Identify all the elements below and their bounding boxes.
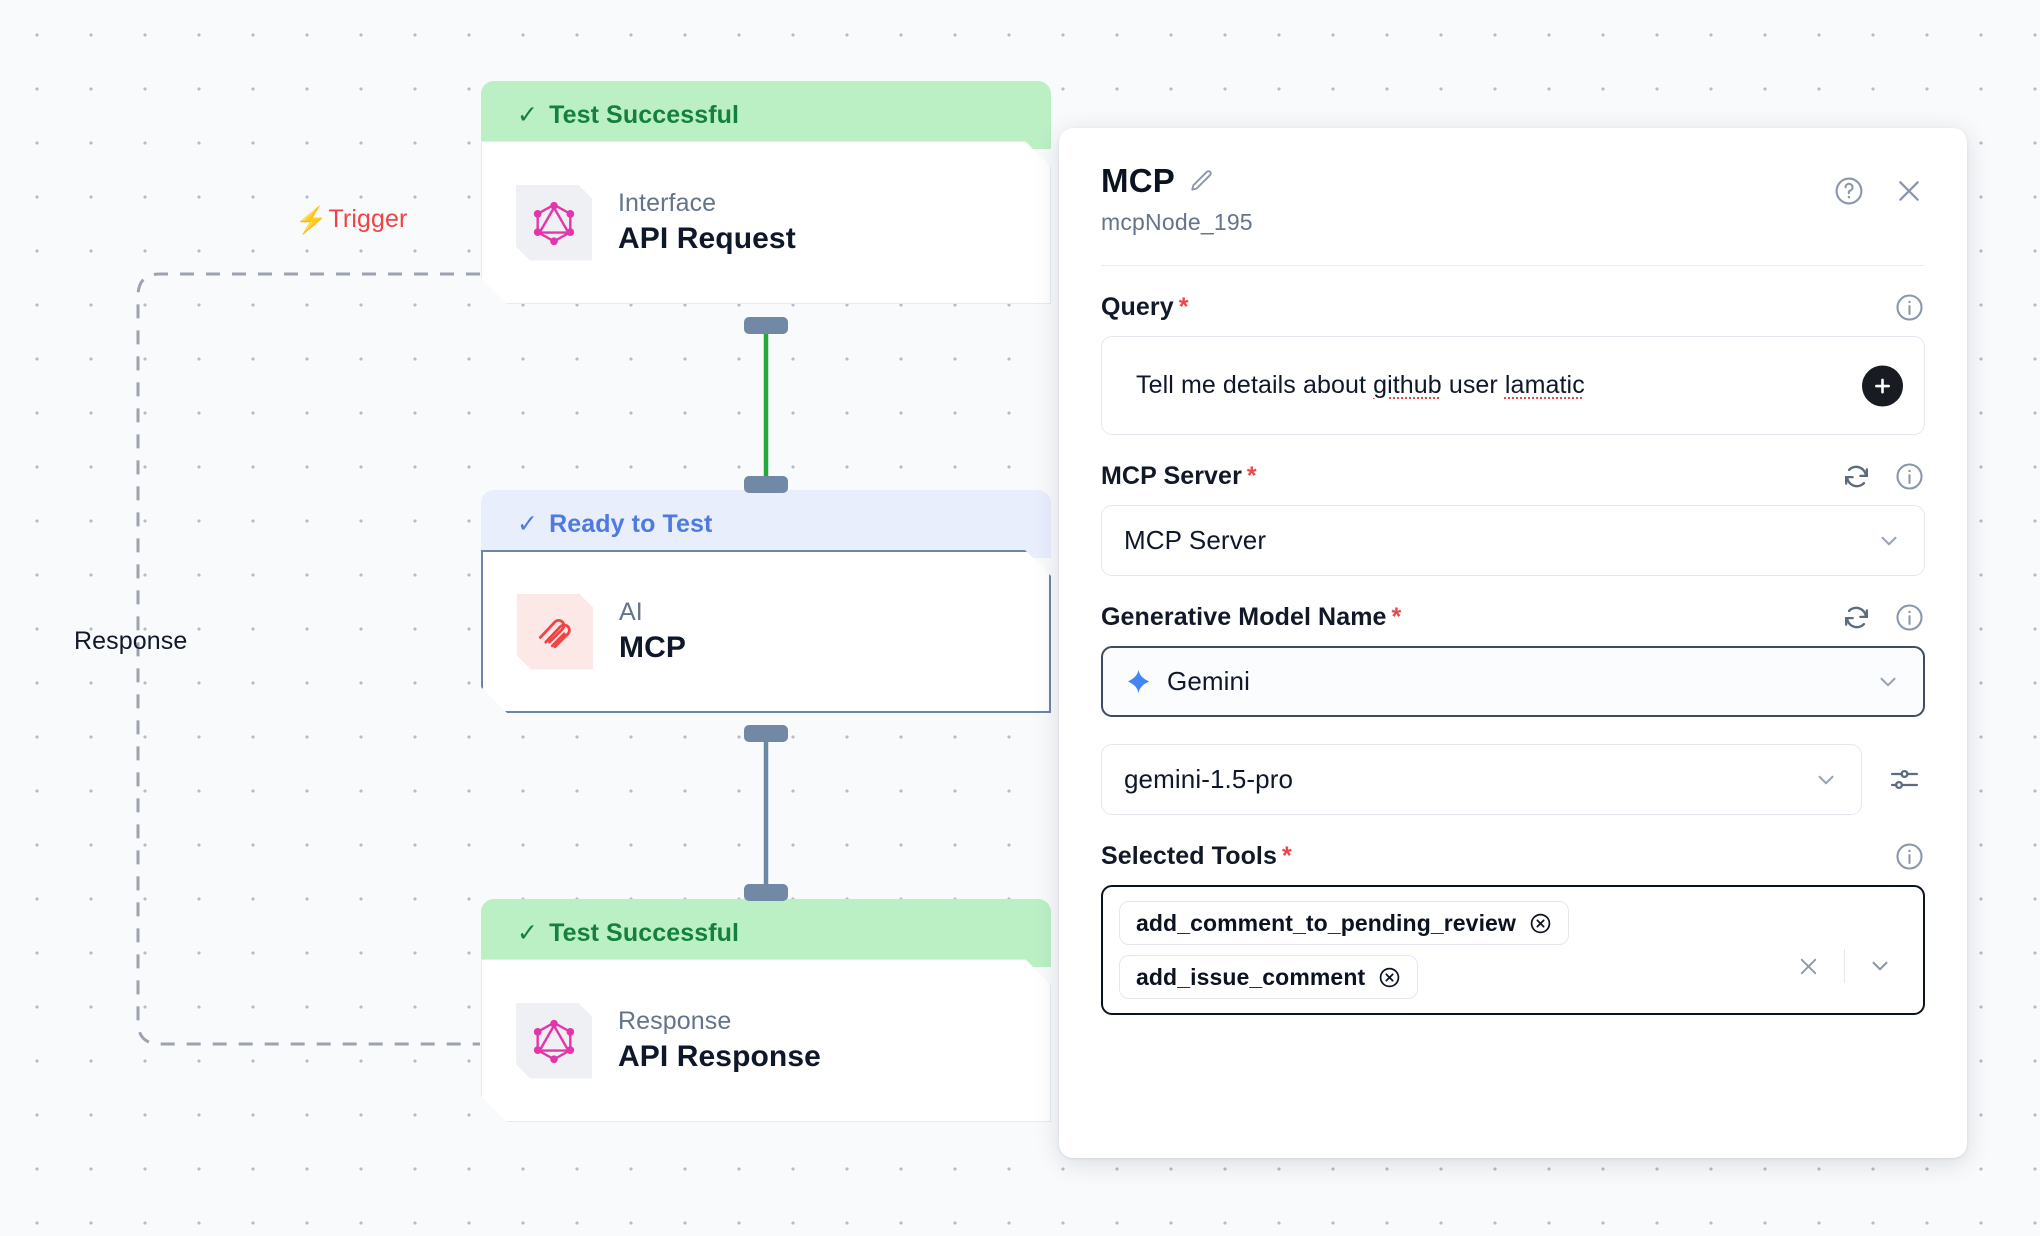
gemini-sparkle-icon xyxy=(1125,668,1152,695)
node-type-label: AI xyxy=(619,598,643,626)
node-status-badge: ✓ Ready to Test xyxy=(481,490,1051,558)
info-icon[interactable] xyxy=(1894,602,1925,633)
help-circle-icon[interactable] xyxy=(1833,175,1865,207)
panel-divider xyxy=(1101,265,1925,266)
node-status-text: Test Successful xyxy=(549,918,740,947)
node-status-badge: ✓ Test Successful xyxy=(481,81,1051,149)
required-marker: * xyxy=(1391,603,1402,631)
panel-title: MCP xyxy=(1101,162,1175,199)
node-body[interactable]: AI MCP xyxy=(481,550,1051,713)
info-icon[interactable] xyxy=(1894,292,1925,323)
node-status-text: Ready to Test xyxy=(549,509,713,538)
field-selected-tools: Selected Tools * add xyxy=(1101,842,1925,1015)
tool-chip[interactable]: add_comment_to_pending_review xyxy=(1119,901,1569,945)
mcp-icon xyxy=(517,594,593,670)
chevron-down-icon[interactable] xyxy=(1876,528,1902,554)
node-status-text: Test Successful xyxy=(549,100,740,129)
query-value-spell-2: lamatic xyxy=(1504,371,1585,399)
model-name-select[interactable]: Gemini xyxy=(1101,646,1925,717)
field-model-name: Generative Model Name * xyxy=(1101,603,1925,717)
field-query: Query * Tell me deta xyxy=(1101,293,1925,435)
check-icon: ✓ xyxy=(517,101,539,129)
refresh-icon[interactable] xyxy=(1841,602,1872,633)
model-name-label: Generative Model Name xyxy=(1101,603,1387,631)
add-variable-button[interactable] xyxy=(1862,365,1903,406)
node-handle-target-2[interactable] xyxy=(744,476,788,493)
selected-tools-multiselect[interactable]: add_comment_to_pending_review add_issue_… xyxy=(1101,885,1925,1015)
field-mcp-server: MCP Server * xyxy=(1101,462,1925,576)
divider xyxy=(1843,949,1845,983)
query-label: Query xyxy=(1101,293,1174,321)
node-api-request[interactable]: ✓ Test Successful Int xyxy=(481,73,1051,304)
circle-x-icon[interactable] xyxy=(1529,912,1552,935)
node-type-label: Response xyxy=(618,1007,732,1035)
circle-x-icon[interactable] xyxy=(1378,966,1401,989)
required-marker: * xyxy=(1246,462,1257,490)
pencil-icon[interactable] xyxy=(1189,168,1215,194)
tool-chip-label: add_issue_comment xyxy=(1136,963,1366,990)
trigger-label-text: Trigger xyxy=(328,205,408,233)
chevron-down-icon[interactable] xyxy=(1845,953,1909,979)
response-label: Response xyxy=(74,627,188,655)
node-body[interactable]: Response API Response xyxy=(481,959,1051,1122)
mcp-server-select[interactable]: MCP Server xyxy=(1101,505,1925,576)
panel-subtitle: mcpNode_195 xyxy=(1101,209,1253,235)
info-icon[interactable] xyxy=(1894,841,1925,872)
node-handle-target-3[interactable] xyxy=(744,884,788,901)
tool-chip-label: add_comment_to_pending_review xyxy=(1136,909,1516,936)
node-title-label: API Response xyxy=(618,1040,821,1073)
query-value-spell-1: github xyxy=(1373,371,1442,399)
node-title-label: API Request xyxy=(618,222,796,255)
node-api-response[interactable]: ✓ Test Successful Res xyxy=(481,891,1051,1122)
query-value-pre: Tell me details about xyxy=(1136,371,1374,399)
model-name-value: Gemini xyxy=(1167,666,1250,696)
node-handle-source-1[interactable] xyxy=(744,317,788,334)
model-version-value: gemini-1.5-pro xyxy=(1124,764,1294,794)
check-icon: ✓ xyxy=(517,510,539,538)
node-mcp[interactable]: ✓ Ready to Test AI MCP xyxy=(481,482,1051,713)
trigger-label: ⚡ Trigger xyxy=(295,205,407,234)
chevron-down-icon[interactable] xyxy=(1813,767,1839,793)
node-handle-source-2[interactable] xyxy=(744,725,788,742)
required-marker: * xyxy=(1178,293,1189,321)
tool-chip[interactable]: add_issue_comment xyxy=(1119,955,1419,999)
node-body[interactable]: Interface API Request xyxy=(481,141,1051,304)
field-model-version: gemini-1.5-pro xyxy=(1101,744,1925,815)
refresh-icon[interactable] xyxy=(1841,461,1872,492)
bolt-icon: ⚡ xyxy=(295,204,328,235)
chevron-down-icon[interactable] xyxy=(1875,669,1901,695)
mcp-server-value: MCP Server xyxy=(1124,525,1267,555)
node-title-label: MCP xyxy=(619,631,686,664)
graphql-icon xyxy=(516,1003,592,1079)
node-type-label: Interface xyxy=(618,189,717,217)
required-marker: * xyxy=(1282,842,1292,870)
close-icon[interactable] xyxy=(1893,175,1925,207)
query-value-mid: user xyxy=(1441,371,1505,399)
model-version-select[interactable]: gemini-1.5-pro xyxy=(1101,744,1862,815)
info-icon[interactable] xyxy=(1894,461,1925,492)
node-status-badge: ✓ Test Successful xyxy=(481,899,1051,967)
clear-tools-button[interactable] xyxy=(1773,953,1844,980)
mcp-server-label: MCP Server xyxy=(1101,462,1242,490)
selected-tools-label: Selected Tools xyxy=(1101,842,1277,870)
graphql-icon xyxy=(516,185,592,261)
node-config-panel[interactable]: MCP mcpNode_195 xyxy=(1059,128,1967,1158)
check-icon: ✓ xyxy=(517,919,539,947)
sliders-icon[interactable] xyxy=(1884,759,1925,800)
panel-header: MCP mcpNode_195 xyxy=(1101,162,1925,236)
query-input[interactable]: Tell me details about github user lamati… xyxy=(1101,336,1925,435)
